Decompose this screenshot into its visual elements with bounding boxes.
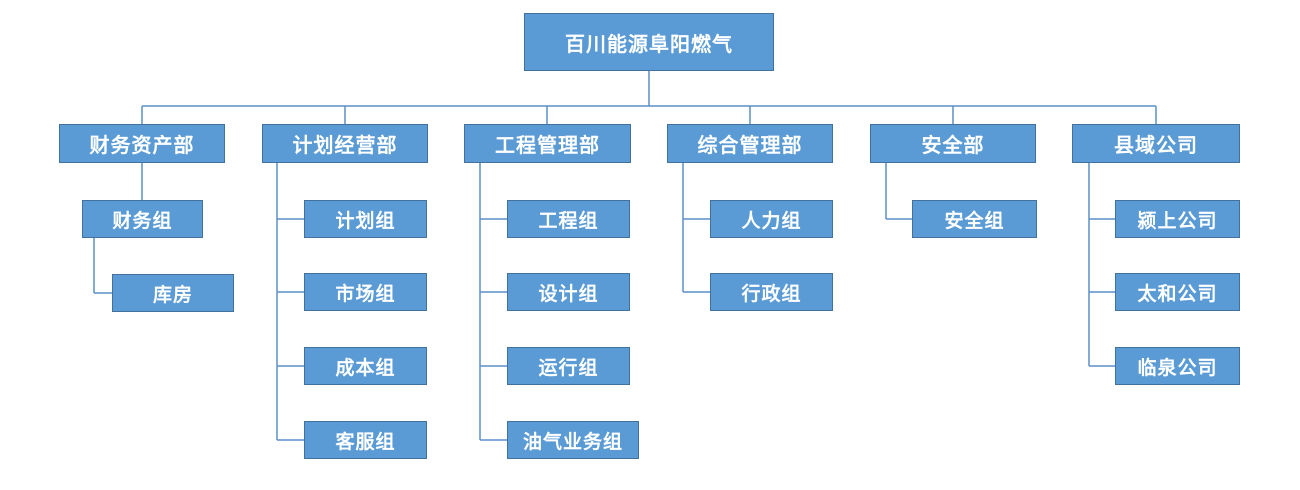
- company-yingshang: 颍上公司: [1115, 200, 1240, 238]
- group-operations: 运行组: [507, 347, 630, 385]
- dept-planning: 计划经营部: [262, 124, 428, 163]
- dept-finance: 财务资产部: [59, 124, 225, 163]
- group-customer-service: 客服组: [304, 421, 427, 459]
- dept-safety: 安全部: [870, 124, 1036, 163]
- group-cost: 成本组: [304, 347, 427, 385]
- root-node: 百川能源阜阳燃气: [524, 13, 774, 71]
- group-finance: 财务组: [82, 200, 203, 238]
- group-market: 市场组: [304, 273, 427, 311]
- group-admin: 行政组: [710, 273, 833, 311]
- group-planning: 计划组: [304, 200, 427, 238]
- group-warehouse: 库房: [112, 274, 234, 312]
- group-hr: 人力组: [710, 200, 833, 238]
- dept-county-companies: 县域公司: [1072, 124, 1240, 163]
- dept-engineering: 工程管理部: [464, 124, 631, 163]
- group-oil-gas-business: 油气业务组: [507, 421, 639, 459]
- dept-general-admin: 综合管理部: [667, 124, 833, 163]
- group-engineering: 工程组: [507, 200, 630, 238]
- group-safety: 安全组: [912, 200, 1037, 238]
- group-design: 设计组: [507, 273, 630, 311]
- company-linquan: 临泉公司: [1115, 347, 1240, 385]
- company-taihe: 太和公司: [1115, 273, 1240, 311]
